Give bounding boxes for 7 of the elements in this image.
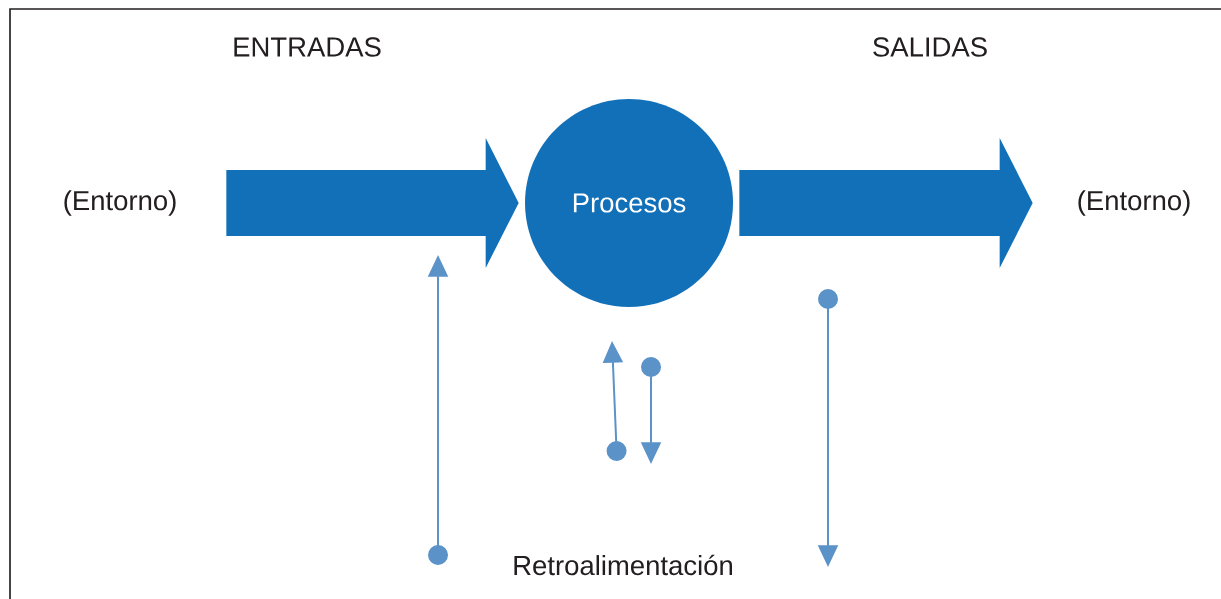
environment-label: (Entorno): [1078, 190, 1190, 216]
feedback-label: Retroalimentación: [514, 554, 732, 576]
section-heading: ENTRADAS: [234, 37, 381, 57]
block-arrow: [739, 138, 1033, 268]
environment-label: (Entorno): [64, 190, 176, 216]
block-arrow: [226, 138, 519, 268]
section-heading: SALIDAS: [873, 37, 987, 57]
